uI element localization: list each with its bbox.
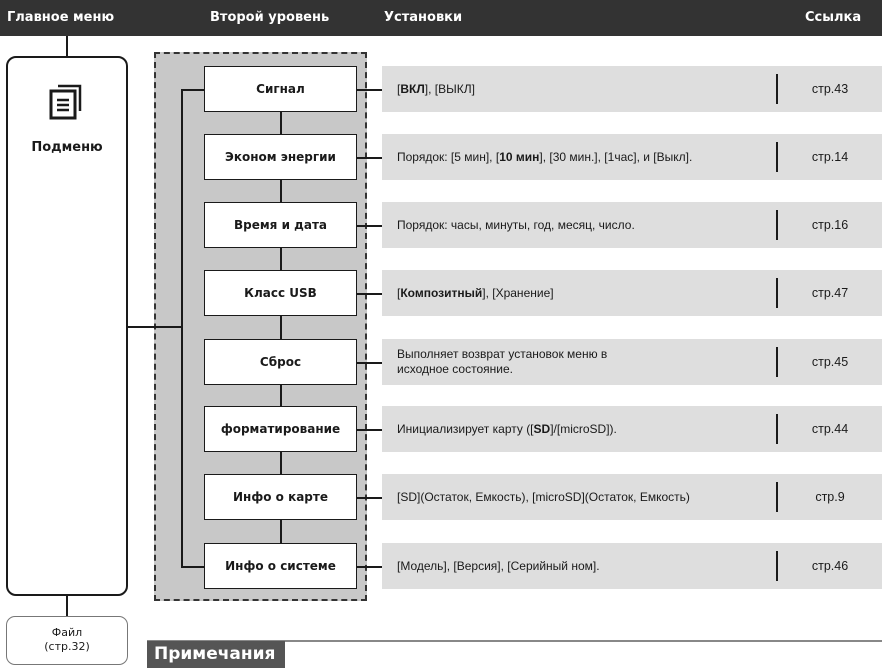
bracket-vertical-line bbox=[181, 89, 183, 567]
settings-row-format: Инициализирует карту ([SD]/[microSD]). с… bbox=[382, 406, 882, 452]
connector-line bbox=[66, 36, 68, 56]
page-reference: стр.9 bbox=[815, 490, 845, 504]
row-divider bbox=[776, 347, 778, 377]
item-card-info: Инфо о карте bbox=[204, 474, 357, 520]
notes-divider bbox=[147, 640, 882, 642]
page-reference: стр.14 bbox=[811, 150, 849, 164]
item-system-info: Инфо о системе bbox=[204, 543, 357, 589]
connector-line bbox=[357, 362, 382, 364]
settings-row-system-info: [Модель], [Версия], [Серийный ном]. стр.… bbox=[382, 543, 882, 589]
item-signal: Сигнал bbox=[204, 66, 357, 112]
header-settings: Установки bbox=[384, 10, 463, 25]
row-divider bbox=[776, 482, 778, 512]
connector-line bbox=[181, 89, 204, 91]
page-reference: стр.45 bbox=[811, 355, 849, 369]
header-main-menu: Главное меню bbox=[7, 10, 115, 25]
settings-row-power-save: Порядок: [5 мин], [10 мин], [30 мин.], [… bbox=[382, 134, 882, 180]
notes-heading: Примечания bbox=[147, 641, 285, 668]
row-divider bbox=[776, 278, 778, 308]
settings-text: [ВКЛ], [ВЫКЛ] bbox=[397, 81, 475, 96]
chain-line bbox=[280, 112, 282, 544]
settings-text: Выполняет возврат установок меню в исход… bbox=[397, 347, 608, 376]
settings-text: [Композитный], [Хранение] bbox=[397, 285, 554, 300]
item-format: форматирование bbox=[204, 406, 357, 452]
page-reference: стр.44 bbox=[811, 422, 849, 436]
header-reference: Ссылка bbox=[805, 10, 862, 25]
settings-row-date-time: Порядок: часы, минуты, год, месяц, число… bbox=[382, 202, 882, 248]
settings-row-signal: [ВКЛ], [ВЫКЛ] стр.43 bbox=[382, 66, 882, 112]
connector-line bbox=[357, 566, 382, 568]
table-header: Главное меню Второй уровень Установки Сс… bbox=[0, 0, 882, 36]
connector-line bbox=[357, 157, 382, 159]
file-box: Файл (стр.32) bbox=[6, 616, 128, 665]
settings-text: Порядок: часы, минуты, год, месяц, число… bbox=[397, 217, 635, 232]
connector-line bbox=[181, 566, 204, 568]
page-reference: стр.46 bbox=[811, 559, 849, 573]
file-title: Файл bbox=[51, 626, 83, 639]
item-power-save: Эконом энергии bbox=[204, 134, 357, 180]
settings-row-usb-class: [Композитный], [Хранение] стр.47 bbox=[382, 270, 882, 316]
settings-row-reset: Выполняет возврат установок меню в исход… bbox=[382, 339, 882, 385]
submenu-box: Подменю bbox=[6, 56, 128, 596]
connector-line bbox=[66, 596, 68, 616]
connector-line bbox=[357, 89, 382, 91]
settings-text: [Модель], [Версия], [Серийный ном]. bbox=[397, 558, 600, 573]
settings-text: [SD](Остаток, Емкость), [microSD](Остато… bbox=[397, 489, 690, 504]
row-divider bbox=[776, 414, 778, 444]
page-reference: стр.47 bbox=[811, 286, 849, 300]
connector-line bbox=[357, 293, 382, 295]
row-divider bbox=[776, 210, 778, 240]
item-date-time: Время и дата bbox=[204, 202, 357, 248]
connector-line bbox=[357, 225, 382, 227]
connector-line bbox=[128, 326, 182, 328]
item-reset: Сброс bbox=[204, 339, 357, 385]
page-reference: стр.43 bbox=[811, 82, 849, 96]
settings-text: Инициализирует карту ([SD]/[microSD]). bbox=[397, 421, 617, 436]
page-reference: стр.16 bbox=[811, 218, 849, 232]
header-second-level: Второй уровень bbox=[210, 10, 330, 25]
connector-line bbox=[357, 429, 382, 431]
connector-line bbox=[357, 497, 382, 499]
submenu-icon bbox=[49, 84, 82, 120]
item-usb-class: Класс USB bbox=[204, 270, 357, 316]
row-divider bbox=[776, 551, 778, 581]
row-divider bbox=[776, 74, 778, 104]
submenu-label: Подменю bbox=[31, 140, 103, 155]
file-ref: (стр.32) bbox=[44, 640, 90, 653]
row-divider bbox=[776, 142, 778, 172]
settings-text: Порядок: [5 мин], [10 мин], [30 мин.], [… bbox=[397, 149, 693, 164]
settings-row-card-info: [SD](Остаток, Емкость), [microSD](Остато… bbox=[382, 474, 882, 520]
